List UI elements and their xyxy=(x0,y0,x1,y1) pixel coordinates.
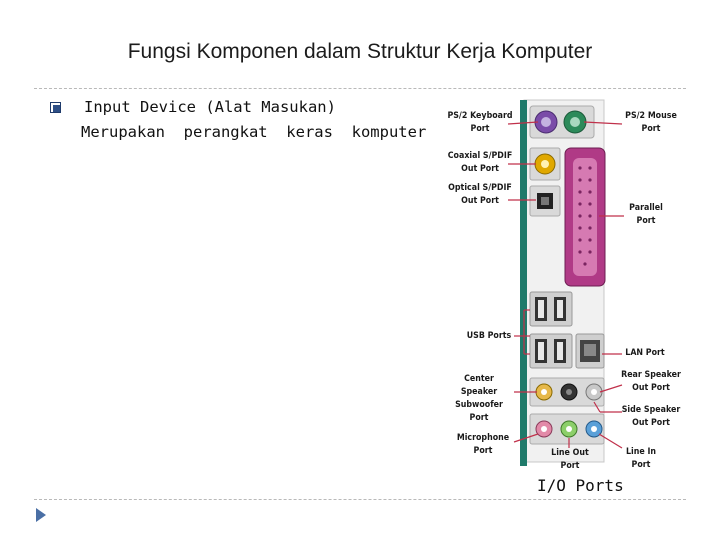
slide-title: Fungsi Komponen dalam Struktur Kerja Kom… xyxy=(127,40,593,63)
label-coaxial-spdif-port: Coaxial S/PDIF Out Port xyxy=(447,151,513,174)
label-ps2-mouse-port: PS/2 Mouse Port xyxy=(625,111,677,134)
io-panel-illustration xyxy=(507,99,624,466)
bottom-divider xyxy=(34,499,686,500)
label-side-speaker-port: Side Speaker Out Port xyxy=(621,405,681,428)
label-lan-port: LAN Port xyxy=(625,348,665,358)
label-ps2-keyboard-port: PS/2 Keyboard Port xyxy=(447,111,513,134)
next-slide-arrow-icon[interactable] xyxy=(36,508,46,522)
label-line-in-port: Line In Port xyxy=(625,447,657,470)
label-line-out-port: Line Out Port xyxy=(551,448,589,471)
label-parallel-port: Parallel Port xyxy=(629,203,663,226)
bullet-description: Merupakan perangkat keras komputer xyxy=(81,123,427,141)
top-divider xyxy=(34,88,686,89)
label-microphone-port: Microphone Port xyxy=(456,433,510,456)
figure-caption: I/O Ports xyxy=(537,476,624,495)
label-usb-ports: USB Ports xyxy=(466,331,512,341)
bullet-heading: Input Device (Alat Masukan) xyxy=(84,98,336,116)
io-ports-diagram: PS/2 Keyboard Port PS/2 Mouse Port Coaxi… xyxy=(444,92,686,472)
label-optical-spdif-port: Optical S/PDIF Out Port xyxy=(448,183,512,206)
label-center-speaker-port: Center Speaker Subwoofer Port xyxy=(455,374,503,423)
label-rear-speaker-port: Rear Speaker Out Port xyxy=(621,370,681,393)
bullet-square-icon xyxy=(50,102,61,113)
